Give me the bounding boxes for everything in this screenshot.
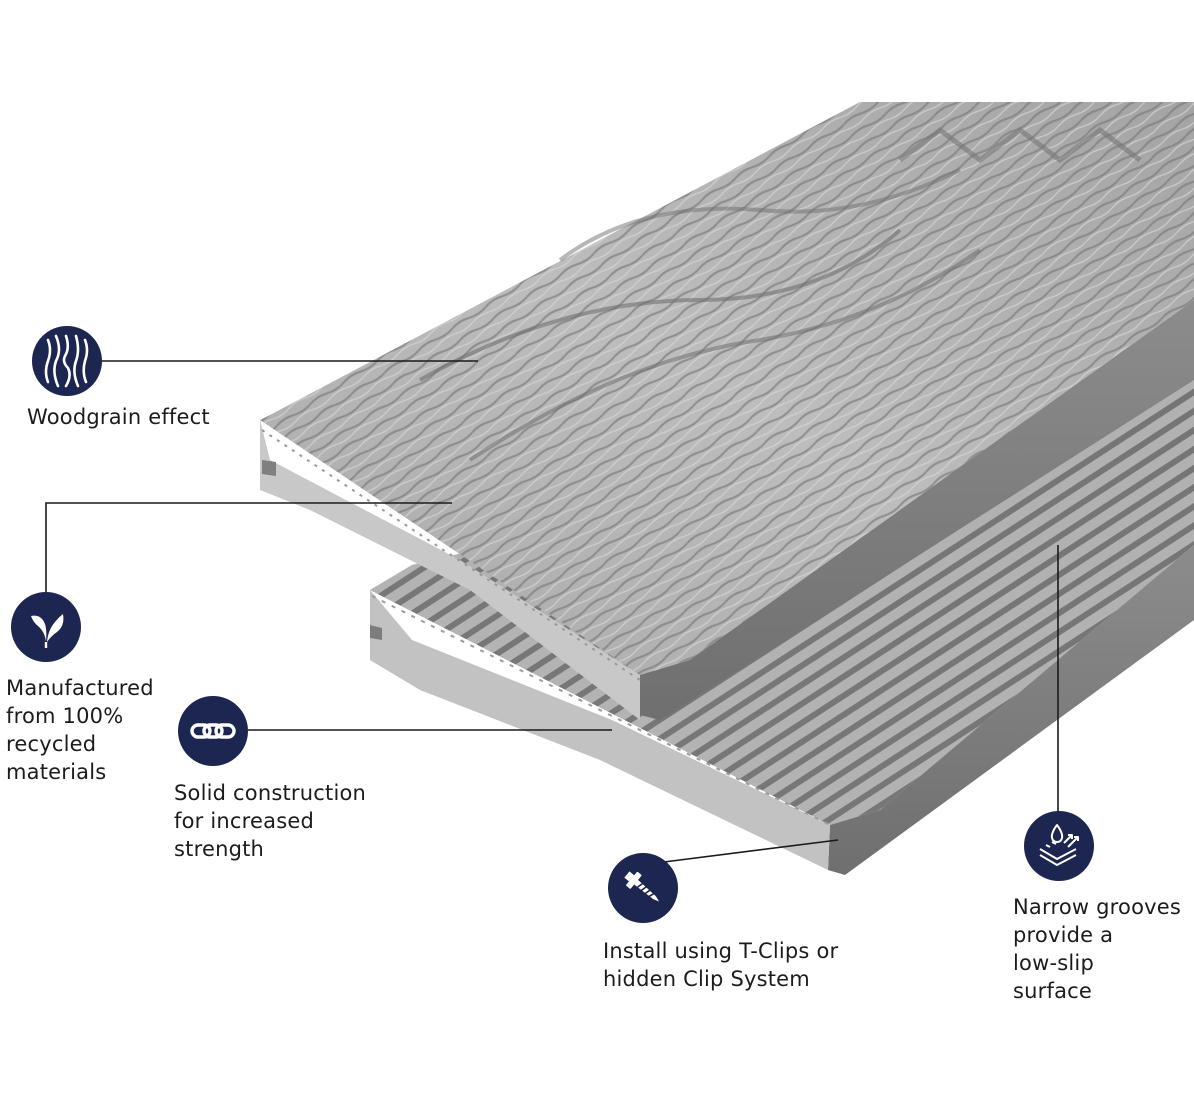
woodgrain-label: Woodgrain effect [27,405,210,429]
water-grip-icon [1024,811,1094,881]
grooves-label: Narrow grooves provide a low-slip surfac… [1013,895,1182,1003]
leader-lines [45,360,1059,863]
screw-icon [608,853,678,923]
solid-construction-label: Solid construction for increased strengt… [174,781,367,861]
upper-board-side [640,300,1194,720]
leaf-icon [11,592,81,662]
leader-line-recycled [45,502,452,592]
install-label: Install using T-Clips or hidden Clip Sys… [603,939,839,991]
upper-board [260,102,1194,720]
upper-board-end [260,420,640,720]
leader-line-install [663,839,839,863]
lower-board-side [828,545,1194,875]
chain-link-icon [178,696,248,766]
woodgrain-icon [32,326,102,396]
recycled-label: Manufactured from 100% recycled material… [6,676,154,784]
